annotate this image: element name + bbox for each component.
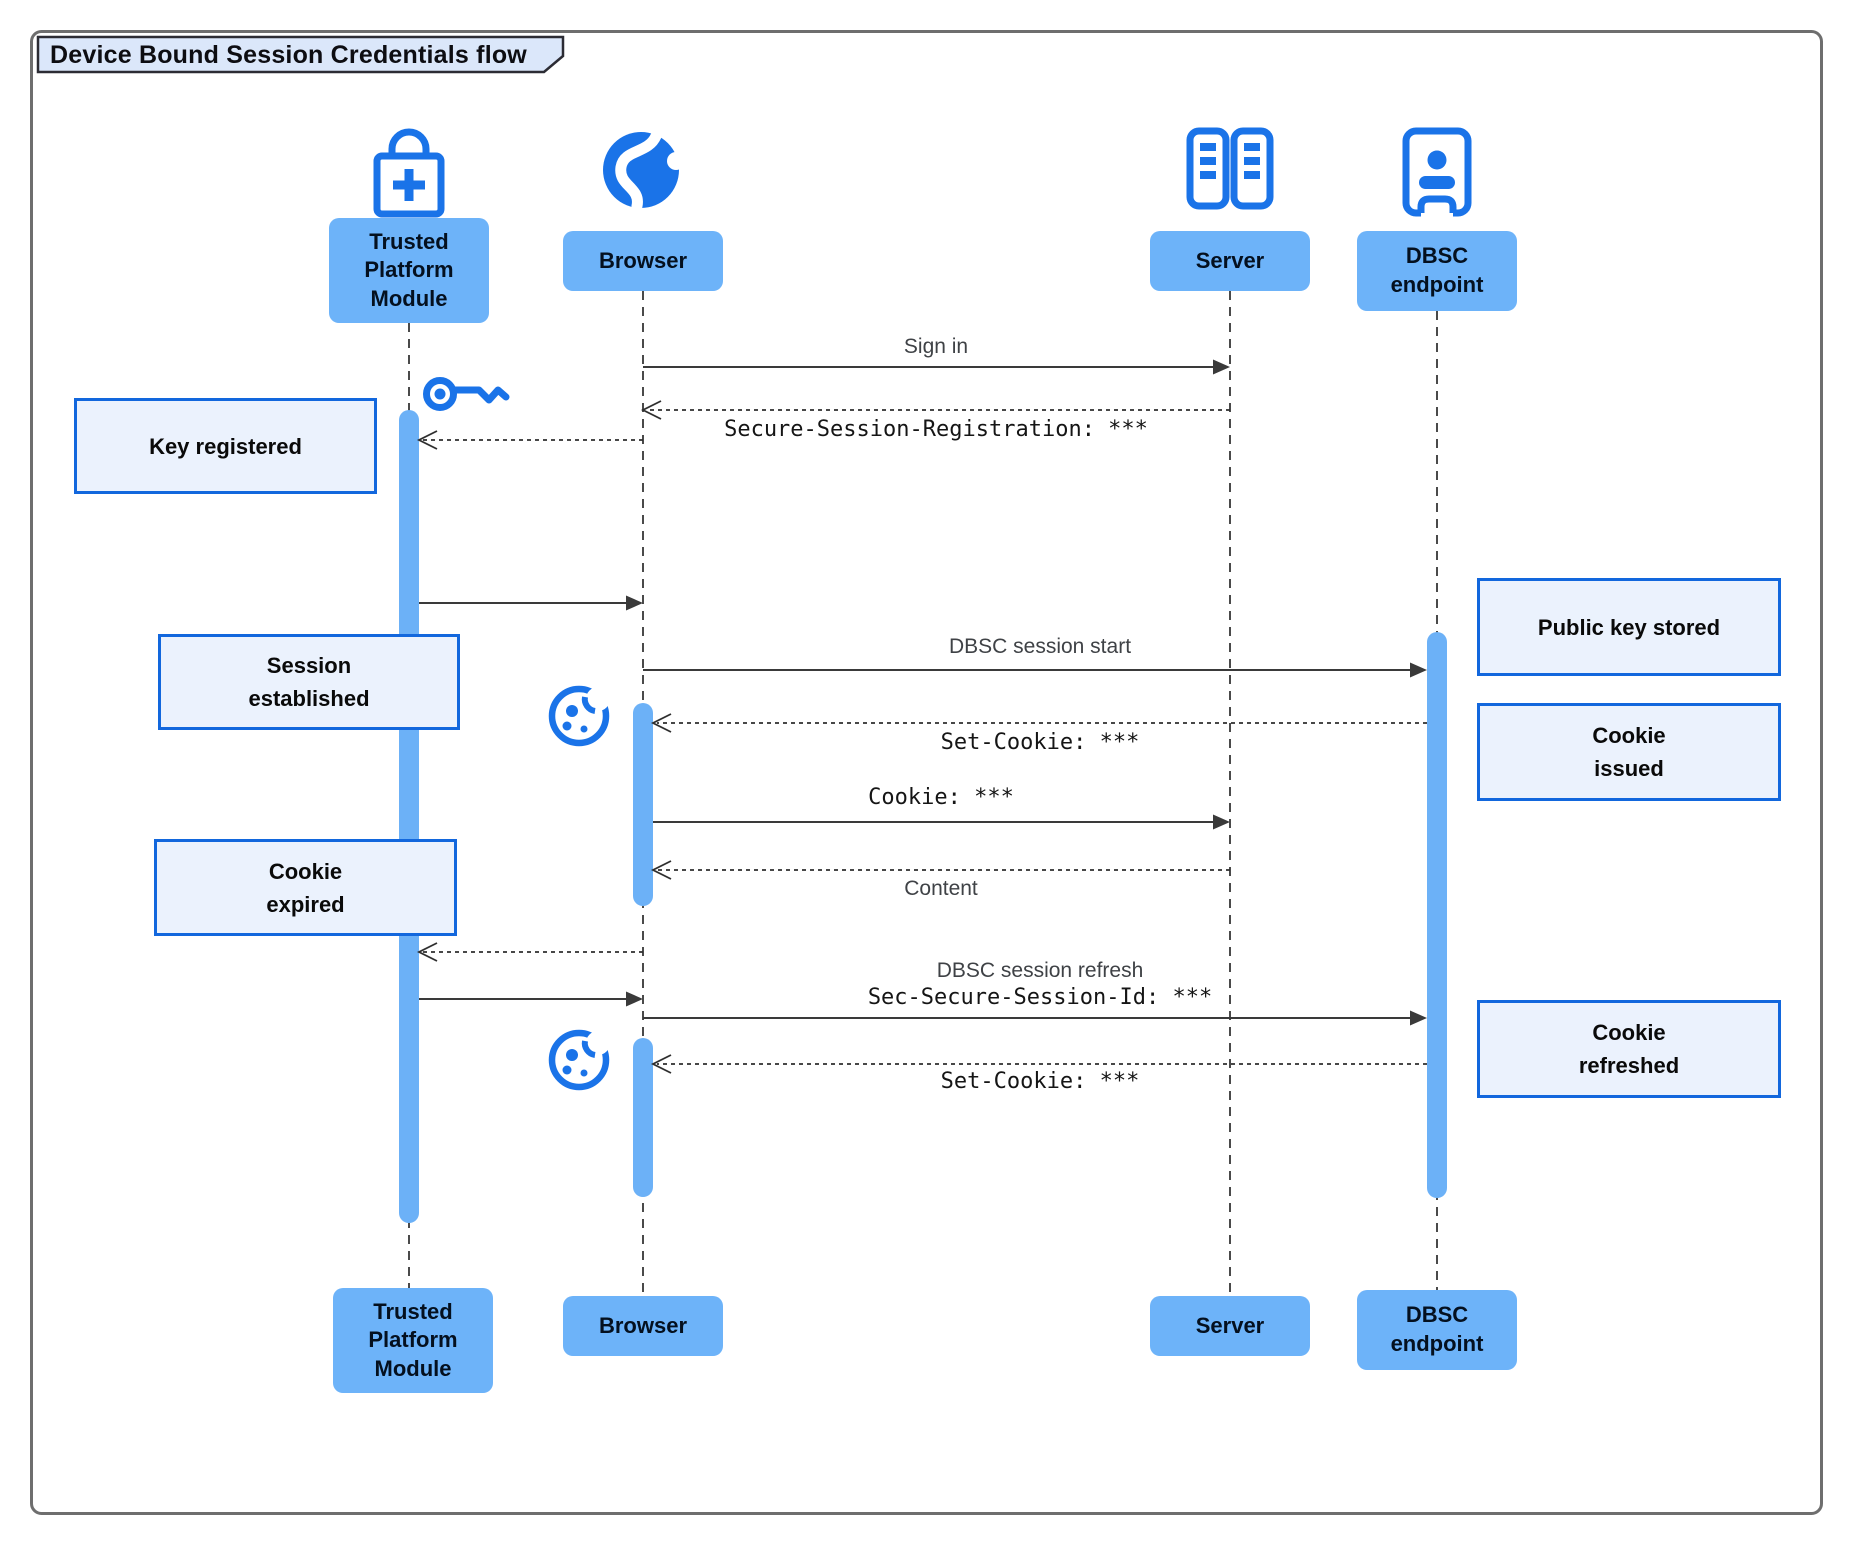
cookie-icon	[548, 685, 610, 747]
note-cookie-issued: Cookie issued	[1477, 703, 1781, 801]
label-set-cookie-2: Set-Cookie: ***	[940, 1069, 1140, 1094]
solid-arrows	[419, 366, 1412, 1019]
title-tab	[36, 35, 565, 74]
dashed-arrows	[423, 409, 1427, 1065]
label-set-cookie-1: Set-Cookie: ***	[940, 730, 1140, 755]
tpm-activation-bar	[399, 410, 419, 1223]
label-secure-session-registration: Secure-Session-Registration: ***	[724, 417, 1148, 442]
diagram-frame	[30, 30, 1823, 1515]
actor-dbsc-bottom: DBSC endpoint	[1357, 1290, 1517, 1370]
label-content: Content	[904, 877, 978, 900]
dbsc-activation-bar	[1427, 632, 1447, 1198]
open-arrowheads	[416, 400, 672, 1074]
note-cookie-expired: Cookie expired	[154, 839, 457, 936]
actor-browser-top: Browser	[563, 231, 723, 291]
activation-bars	[399, 410, 1447, 1223]
globe-icon	[603, 130, 685, 212]
actor-tpm-top: Trusted Platform Module	[329, 218, 489, 323]
actor-dbsc-top: DBSC endpoint	[1357, 231, 1517, 311]
lock-plus-icon	[373, 128, 445, 218]
actor-tpm-bottom: Trusted Platform Module	[333, 1288, 493, 1393]
note-public-key-stored: Public key stored	[1477, 578, 1781, 676]
browser-activation-bar-1	[633, 703, 653, 906]
server-rack-icon	[1186, 127, 1274, 210]
kiosk-person-icon	[1402, 127, 1472, 217]
diagram-title: Device Bound Session Credentials flow	[50, 41, 527, 69]
cookie-icon	[548, 1029, 610, 1091]
label-cookie: Cookie: ***	[868, 785, 1014, 810]
actor-server-bottom: Server	[1150, 1296, 1310, 1356]
actor-server-top: Server	[1150, 231, 1310, 291]
note-session-established: Session established	[158, 634, 460, 730]
key-icon	[423, 377, 510, 411]
label-sec-secure-session-id: Sec-Secure-Session-Id: ***	[867, 985, 1213, 1010]
solid-arrowheads	[626, 359, 1427, 1026]
note-cookie-refreshed: Cookie refreshed	[1477, 1000, 1781, 1098]
label-dbsc-session-start: DBSC session start	[948, 635, 1132, 658]
label-sign-in: Sign in	[903, 335, 969, 358]
browser-activation-bar-2	[633, 1038, 653, 1197]
actor-browser-bottom: Browser	[563, 1296, 723, 1356]
note-key-registered: Key registered	[74, 398, 377, 494]
label-dbsc-session-refresh: DBSC session refresh	[936, 959, 1144, 982]
